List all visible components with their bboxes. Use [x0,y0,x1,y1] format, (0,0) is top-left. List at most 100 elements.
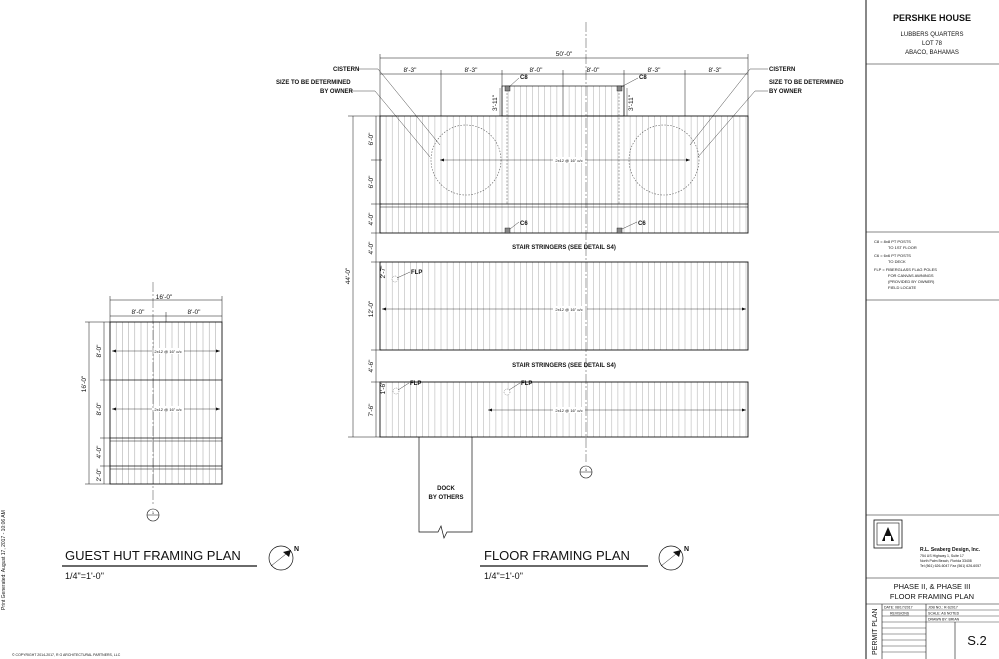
joist-label: 2x12 @ 16" o/c [555,307,582,312]
flag-pole [391,275,399,283]
firm-logo [873,519,903,549]
joist-label: 2x12 @ 16" o/c [555,158,582,163]
dim-bay: 8'-3" [465,67,479,74]
cistern-right [628,124,700,196]
joist-field [385,86,747,437]
section-marker-number: 1 [585,467,588,472]
cistern-note-right: SIZE TO BE DETERMINED [769,80,844,86]
post-c8 [504,85,511,92]
joist-label: 2x12 @ 16" o/c [154,407,181,412]
firm-name: R.L. Seaberg Design, Inc. [920,547,981,553]
dock: DOCK BY OTHERS [418,437,473,540]
title-block: PERSHKE HOUSE LUBBERS QUARTERS LOT 78 AB… [865,0,999,659]
address-line-2: LOT 78 [922,41,943,47]
floor-plan-scale: 1/4"=1'-0" [484,571,523,581]
dim-segment: 6'-0" [368,175,375,189]
post-c6 [616,227,623,234]
dim-segment: 8'-0" [96,402,103,416]
sheet-number: S.2 [967,633,987,648]
project-name: PERSHKE HOUSE [893,13,971,23]
cistern-note-right: BY OWNER [769,89,803,95]
guest-hut-plan: 16'-0" 8'-0" 8'-0" 16'-0" 8'-0" 8'-0" 4'… [62,282,299,581]
legend-line: (PROVIDED BY OWNER) [888,279,935,284]
joist-label: 2x12 @ 16" o/c [154,349,181,354]
dim-bay: 8'-0" [587,67,601,74]
scale-label: SCALE: AS NOTED [928,612,960,616]
dim-overall-width: 50'-0" [556,51,573,58]
post-c8 [616,85,623,92]
stair-note: STAIR STRINGERS (SEE DETAIL S4) [512,363,616,369]
legend-line: FIELD LOCATE [888,285,916,290]
flag-pole [392,387,400,395]
legend-line: FLP = FIBERGLASS FLAG POLES [874,267,937,272]
post-label: C6 [638,221,646,227]
north-arrow-icon: N [268,545,299,571]
drawn-by-label: DRAWN BY: BRIAN [928,618,960,622]
cistern-label-left: CISTERN [333,67,359,73]
flp-label: FLP [410,381,421,387]
dim-segment: 4'-0" [368,241,375,255]
dock-label: BY OTHERS [429,495,464,501]
permit-plan-label: PERMIT PLAN [872,608,879,655]
floor-plan-title: FLOOR FRAMING PLAN [484,548,630,563]
legend-line: FOR CANVAS AWNINGS [888,273,934,278]
legend: C8 = 8x8 PT POSTS TO 1ST FLOOR C6 = 6x6 … [874,239,937,290]
lower-deck-outline [379,381,749,438]
stair-note: STAIR STRINGERS (SEE DETAIL S4) [512,245,616,251]
dim-small: 3'-11" [628,94,635,111]
legend-line: TO 1ST FLOOR [888,245,917,250]
legend-line: TO DECK [888,259,906,264]
dim-segment: 7'-6" [368,403,375,417]
dim-segment: 2'-0" [96,468,103,482]
post-c6 [504,227,511,234]
sheet-title-line-2: FLOOR FRAMING PLAN [890,592,974,601]
flp-label: FLP [521,381,532,387]
legend-line: C6 = 6x6 PT POSTS [874,253,911,258]
dim-small: 3'-11" [492,94,499,111]
north-label: N [684,546,689,553]
dim-bay: 8'-3" [404,67,418,74]
cistern-note-left: SIZE TO BE DETERMINED [276,80,351,86]
sheet-title-line-1: PHASE II, & PHASE III [894,582,971,591]
upper-deck-outline [379,115,749,234]
dim-bay: 8'-0" [132,309,146,316]
job-number-label: JOB NO.: R-S2017 [928,606,958,610]
flag-pole [503,388,511,396]
deck-outline [109,321,223,485]
guest-hut-scale: 1/4"=1'-0" [65,571,104,581]
entry-platform [501,85,625,117]
cistern-note-left: BY OWNER [320,89,354,95]
dim-segment: 12'-0" [368,300,375,317]
dim-bay: 8'-3" [648,67,662,74]
post-label: C8 [639,75,647,81]
flp-label: FLP [411,270,422,276]
middle-deck-outline [379,261,749,351]
floor-framing-plan: 50'-0" 8'-3" 8'-3" 8'-0" 8'-0" 8'-3" 8'-… [276,22,844,581]
revisions-label: REVISIONS [890,612,910,616]
copyright: © COPYRIGHT 2014-2017, R G ARCHITECTURAL… [12,653,121,657]
firm-address-line: Tel (561) 626-6047 Fax (561) 626-6057 [920,564,981,568]
address-line-3: ABACO, BAHAMAS [905,50,959,56]
legend-line: C8 = 8x8 PT POSTS [874,239,911,244]
dim-segment: 8'-0" [96,344,103,358]
dim-segment: 4'-0" [96,445,103,459]
dim-overall-depth: 44'-0" [345,267,352,284]
dim-small: 1'-6" [380,381,387,395]
post-label: C6 [520,221,528,227]
dim-bay: 8'-3" [709,67,723,74]
guest-hut-title: GUEST HUT FRAMING PLAN [65,548,241,563]
firm-address-line: North Palm Beach, Florida 33408 [920,559,972,563]
dim-bay: 8'-0" [188,309,202,316]
dim-small: 2'-7" [380,265,387,279]
dock-label: DOCK [437,486,455,492]
dim-segment: 4'-6" [368,359,375,373]
section-marker-number: 1 [152,510,155,515]
firm-address-line: 754 US Highway 1, Suite 17 [920,554,964,558]
joist-field [116,322,216,484]
dim-segment: 6'-0" [368,132,375,146]
address-line-1: LUBBERS QUARTERS [901,32,964,38]
date-label: DATE: 08/17/2017 [884,606,913,610]
dim-overall-width: 16'-0" [156,294,173,301]
post-label: C8 [520,75,528,81]
